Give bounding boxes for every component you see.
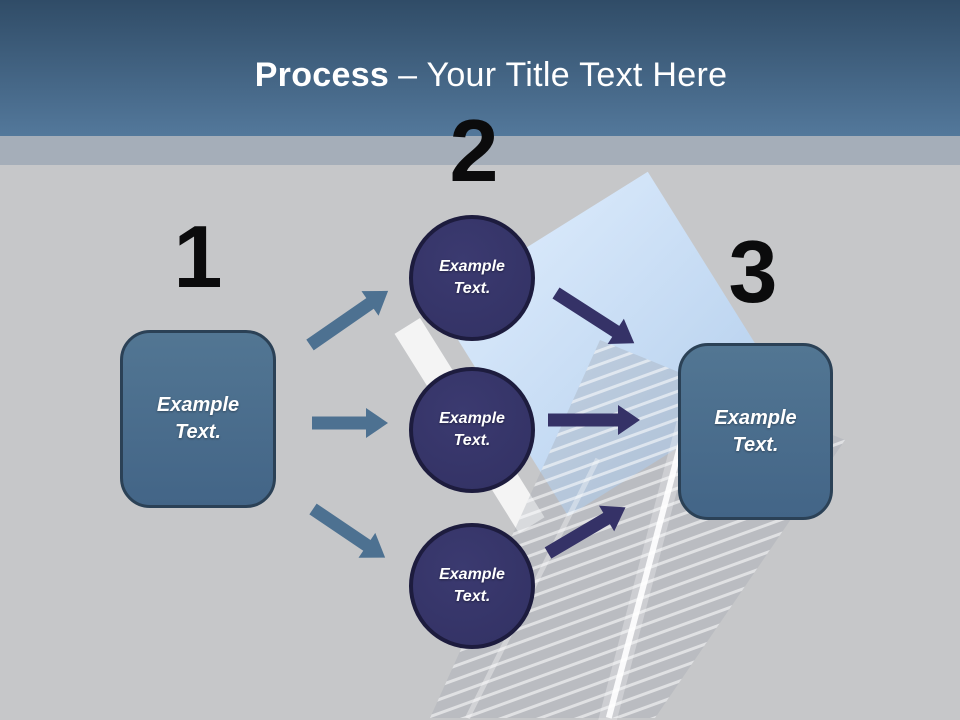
- step-1-label: Example Text.: [156, 394, 240, 443]
- step-3-number: 3: [728, 222, 778, 321]
- step-1-number: 1: [173, 207, 223, 306]
- step-3-label: Example Text.: [714, 406, 797, 456]
- header-accent-band: [0, 136, 960, 165]
- step-2-circle-3: Example Text.: [409, 523, 535, 649]
- step-2-circle-1-label: Example Text.: [439, 257, 505, 297]
- step-2-number: 2: [449, 101, 499, 200]
- arrow-circle1-to-box3: [552, 287, 635, 344]
- step-3-box: Example Text.: [678, 343, 833, 520]
- step-2-circle-1: Example Text.: [409, 215, 535, 341]
- arrow-circle2-to-box3: [548, 405, 640, 435]
- title-rest: – Your Title Text Here: [398, 55, 728, 94]
- step-2-circle-2-label: Example Text.: [439, 409, 505, 449]
- arrow-box1-to-circle3: [309, 503, 386, 558]
- page-title: Process– Your Title Text Here: [233, 42, 728, 95]
- title-emphasis: Process: [254, 55, 390, 94]
- arrow-circle3-to-box3: [544, 505, 626, 559]
- arrow-box1-to-circle2: [312, 408, 388, 438]
- step-2-circle-3-label: Example Text.: [439, 565, 505, 605]
- arrow-box1-to-circle1: [306, 290, 389, 351]
- step-1-box: Example Text.: [120, 330, 276, 508]
- slide-header: Process– Your Title Text Here: [0, 0, 960, 136]
- step-2-circle-2: Example Text.: [409, 367, 535, 493]
